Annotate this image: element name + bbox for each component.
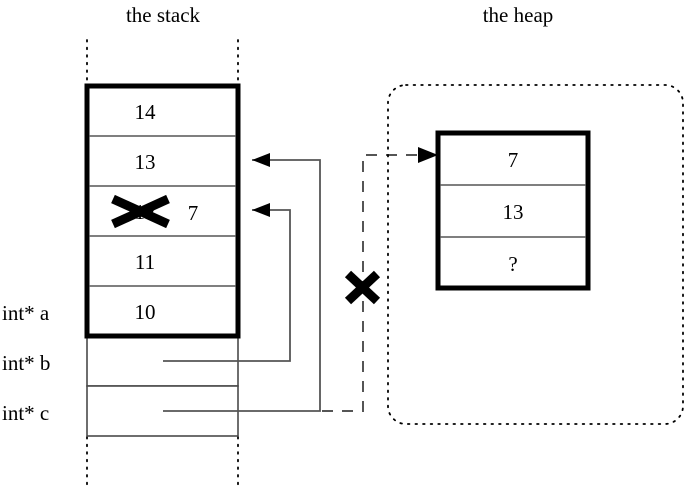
pointer-c-path (163, 159, 321, 412)
stack-frame (84, 83, 241, 339)
heap-value-1: 13 (503, 200, 524, 224)
pointer-b-arrowhead (252, 203, 270, 217)
stack-value-14: 14 (135, 100, 157, 124)
heap-block (435, 130, 591, 291)
var-label-c: int* c (2, 401, 49, 425)
pointer-dangling-arrowhead (418, 147, 438, 163)
heap-title: the heap (483, 3, 554, 27)
stack-value-7-new: 7 (188, 201, 199, 225)
invalid-pointer-x-icon (344, 270, 381, 305)
var-label-a: int* a (2, 301, 50, 325)
stack-value-13: 13 (135, 150, 156, 174)
pointer-b-path (163, 209, 291, 362)
stack-value-11: 11 (135, 250, 155, 274)
pointer-c-arrowhead (252, 153, 270, 167)
heap-value-2: ? (508, 252, 517, 276)
stack-title: the stack (126, 3, 201, 27)
struck-value-x-icon (111, 194, 170, 229)
heap-value-0: 7 (508, 148, 519, 172)
var-label-b: int* b (2, 351, 50, 375)
stack-value-10: 10 (135, 300, 156, 324)
heap-region (387, 84, 684, 425)
